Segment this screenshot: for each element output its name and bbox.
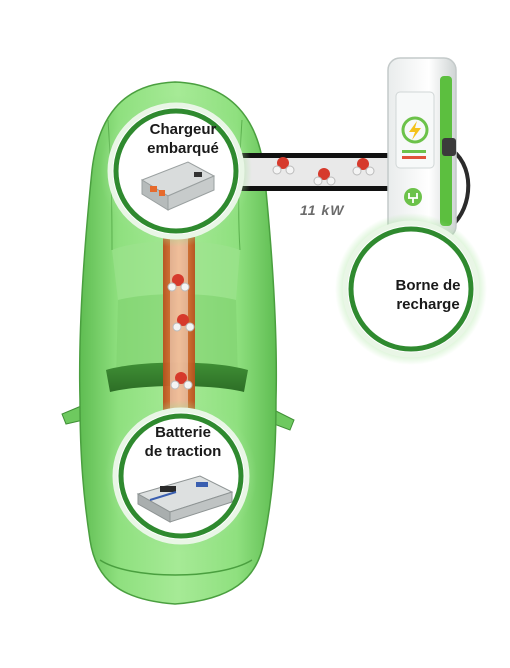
particle-4 xyxy=(167,274,190,292)
station-label-line2: recharge xyxy=(396,296,460,313)
car-rear-edge xyxy=(99,559,253,576)
traction-battery-icon xyxy=(136,475,234,523)
external-cable-top-edge xyxy=(238,153,388,158)
node-battery xyxy=(105,400,257,552)
plug-icon-prongs xyxy=(408,193,418,203)
station-screen-bar-green xyxy=(402,150,426,153)
particle-5 xyxy=(172,314,195,332)
particle-2 xyxy=(313,168,336,186)
node-station xyxy=(335,213,487,365)
station-screen-bar-red xyxy=(402,156,426,159)
particle-1 xyxy=(272,157,295,175)
onboard-charger-icon xyxy=(140,161,216,211)
station-label: Borne de recharge xyxy=(375,276,481,314)
station-label-line1: Borne de xyxy=(395,277,461,294)
power-rating-label: 11 kW xyxy=(300,202,345,218)
battery-label-line1: Batterie xyxy=(155,424,211,441)
charging-station-illustration xyxy=(387,57,471,239)
external-cable-bottom-edge xyxy=(238,186,388,191)
charger-label-line2: embarqué xyxy=(147,140,219,157)
station-connector xyxy=(442,138,456,156)
charger-label-line1: Chargeur xyxy=(149,121,217,138)
bolt-icon xyxy=(409,121,421,140)
particle-3 xyxy=(352,158,375,176)
charger-label: Chargeur embarqué xyxy=(130,120,236,158)
particle-6 xyxy=(170,372,193,390)
battery-label: Batterie de traction xyxy=(128,423,238,461)
battery-label-line2: de traction xyxy=(144,443,222,460)
energy-particles xyxy=(167,157,375,390)
plug-icon xyxy=(404,188,422,206)
station-screen-ring xyxy=(401,116,429,144)
node-charger xyxy=(100,95,252,247)
